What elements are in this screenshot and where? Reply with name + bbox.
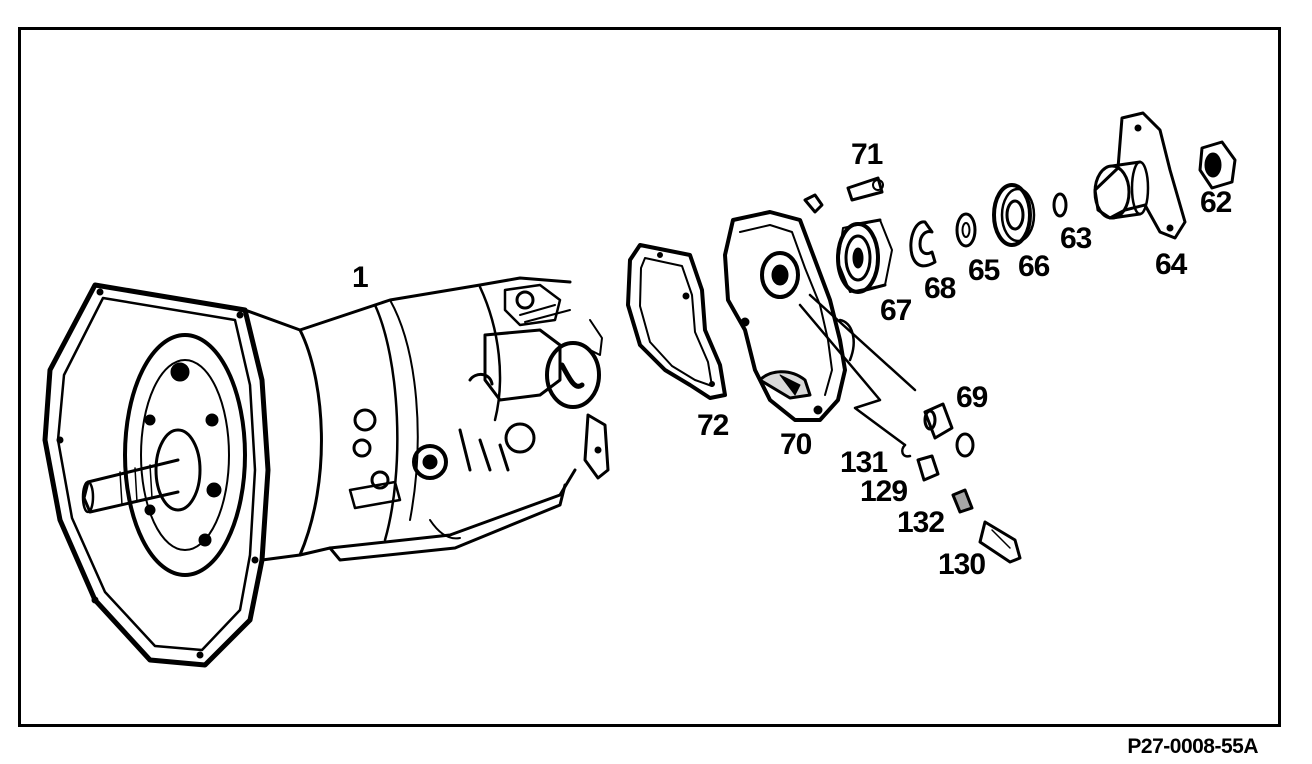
callout-71: 71 [851,138,883,171]
plug-69 [923,402,975,458]
snap-ring-68 [909,220,937,268]
callout-65: 65 [968,254,1000,287]
flange-64 [1093,111,1187,240]
callout-67: 67 [880,294,912,327]
drawing-frame [18,27,1281,727]
nut-62 [1198,140,1237,190]
rear-housing-70 [723,176,884,422]
washer-65 [955,212,977,248]
fitting-129 [916,454,940,482]
ring-131 [901,443,912,458]
washer-63 [1052,192,1068,218]
callout-66: 66 [1018,250,1050,283]
callout-132: 132 [897,506,945,539]
ball-bearing-67 [836,218,893,294]
callout-68: 68 [924,272,956,305]
callout-62: 62 [1200,186,1232,219]
callout-1: 1 [352,261,369,294]
fitting-132 [951,488,974,514]
transmission-assembly [42,276,610,668]
callout-130: 130 [938,548,986,581]
figure-code: P27-0008-55A [1127,735,1258,758]
shaft-130 [978,520,1022,564]
callout-69: 69 [956,381,988,414]
callout-64: 64 [1155,248,1187,281]
callout-63: 63 [1060,222,1092,255]
callout-131: 131 [840,446,888,479]
callout-129: 129 [860,475,908,508]
gasket-72 [626,243,727,400]
seal-66 [992,183,1036,247]
callout-72: 72 [697,409,729,442]
callout-70: 70 [780,428,812,461]
